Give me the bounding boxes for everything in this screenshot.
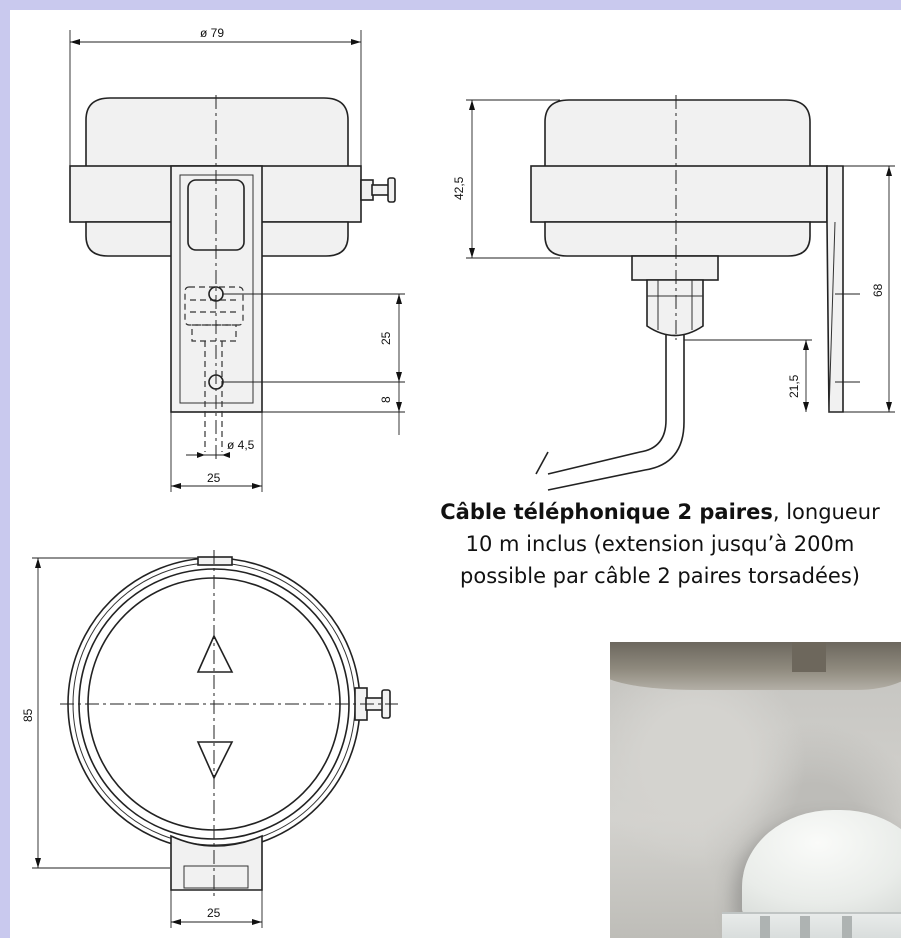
bottom-view: 85 25 xyxy=(21,550,398,928)
bottom-height-label: 85 xyxy=(21,708,35,722)
bottom-bracket-inner xyxy=(183,865,249,889)
frame-border-top xyxy=(0,0,901,10)
arrow-bracket-down xyxy=(886,402,892,412)
bottom-top-tab xyxy=(197,556,233,566)
side-bracket-edge xyxy=(828,221,836,413)
arrow-side-up xyxy=(469,100,475,110)
front-dome xyxy=(85,97,349,168)
front-spacing-label: 25 xyxy=(379,331,393,345)
photo-ring-notch xyxy=(800,916,810,938)
front-diameter-label: ø 79 xyxy=(200,26,224,40)
frame-border-left xyxy=(0,0,10,938)
side-bracket xyxy=(826,165,844,413)
arrow-side-down xyxy=(469,248,475,258)
front-view: ø 79 xyxy=(69,26,405,492)
side-cable-left xyxy=(547,335,667,475)
side-gland-nut xyxy=(646,279,704,337)
front-hole-label: ø 4,5 xyxy=(227,438,255,452)
side-cable-end xyxy=(535,451,549,475)
photo-device-ring xyxy=(722,912,901,938)
arrow-width-left xyxy=(171,483,181,489)
arrow-left xyxy=(70,39,80,45)
photo-ring-notch xyxy=(842,916,852,938)
front-width-label: 25 xyxy=(207,471,221,485)
arrow-bottom-up xyxy=(35,558,41,568)
bottom-arrow-down-icon xyxy=(196,741,234,780)
front-screw-head xyxy=(387,177,396,203)
arrow-cable-down xyxy=(803,402,809,412)
side-gland-base xyxy=(631,255,719,281)
arrow-bw-left xyxy=(171,919,181,925)
photo-mortar xyxy=(610,642,901,690)
arrow-right xyxy=(351,39,361,45)
side-view: 42,5 xyxy=(452,95,895,491)
arrow-width-right xyxy=(252,483,262,489)
cable-caption: Câble téléphonique 2 paires, longueur 10… xyxy=(425,496,895,592)
side-height-label: 42,5 xyxy=(452,176,466,200)
side-band xyxy=(530,165,828,223)
caption-line-1-rest: , longueur xyxy=(772,500,880,524)
front-offset-label: 8 xyxy=(379,396,393,403)
side-bracket-label: 68 xyxy=(871,283,885,297)
side-dome xyxy=(544,99,811,168)
arrow-down-2 xyxy=(396,402,402,412)
arrow-bw-right xyxy=(252,919,262,925)
caption-line-2: 10 m inclus (extension jusqu’à 200m xyxy=(465,532,855,556)
arrow-bracket-up xyxy=(886,166,892,176)
arrow-up xyxy=(396,294,402,304)
arrow-cable-up xyxy=(803,340,809,350)
side-cable-label: 21,5 xyxy=(787,374,801,398)
arrow-bottom-down xyxy=(35,858,41,868)
front-gland-lower xyxy=(191,324,237,342)
photo-ring-notch xyxy=(760,916,770,938)
caption-line-3: possible par câble 2 paires torsadées) xyxy=(460,564,860,588)
arrow-down xyxy=(396,372,402,382)
side-cable-right xyxy=(547,335,685,491)
caption-line-1: Câble téléphonique 2 paires, longueur xyxy=(425,496,895,528)
bottom-width-label: 25 xyxy=(207,906,221,920)
arrow-hole-left xyxy=(197,452,205,458)
bottom-arrow-up-icon xyxy=(196,634,234,673)
side-lower-body xyxy=(544,221,811,257)
bottom-bracket xyxy=(170,834,263,891)
caption-bold: Câble téléphonique 2 paires xyxy=(440,500,773,524)
product-photo xyxy=(610,642,901,938)
photo-groove xyxy=(792,642,826,672)
arrow-hole-right xyxy=(222,452,230,458)
